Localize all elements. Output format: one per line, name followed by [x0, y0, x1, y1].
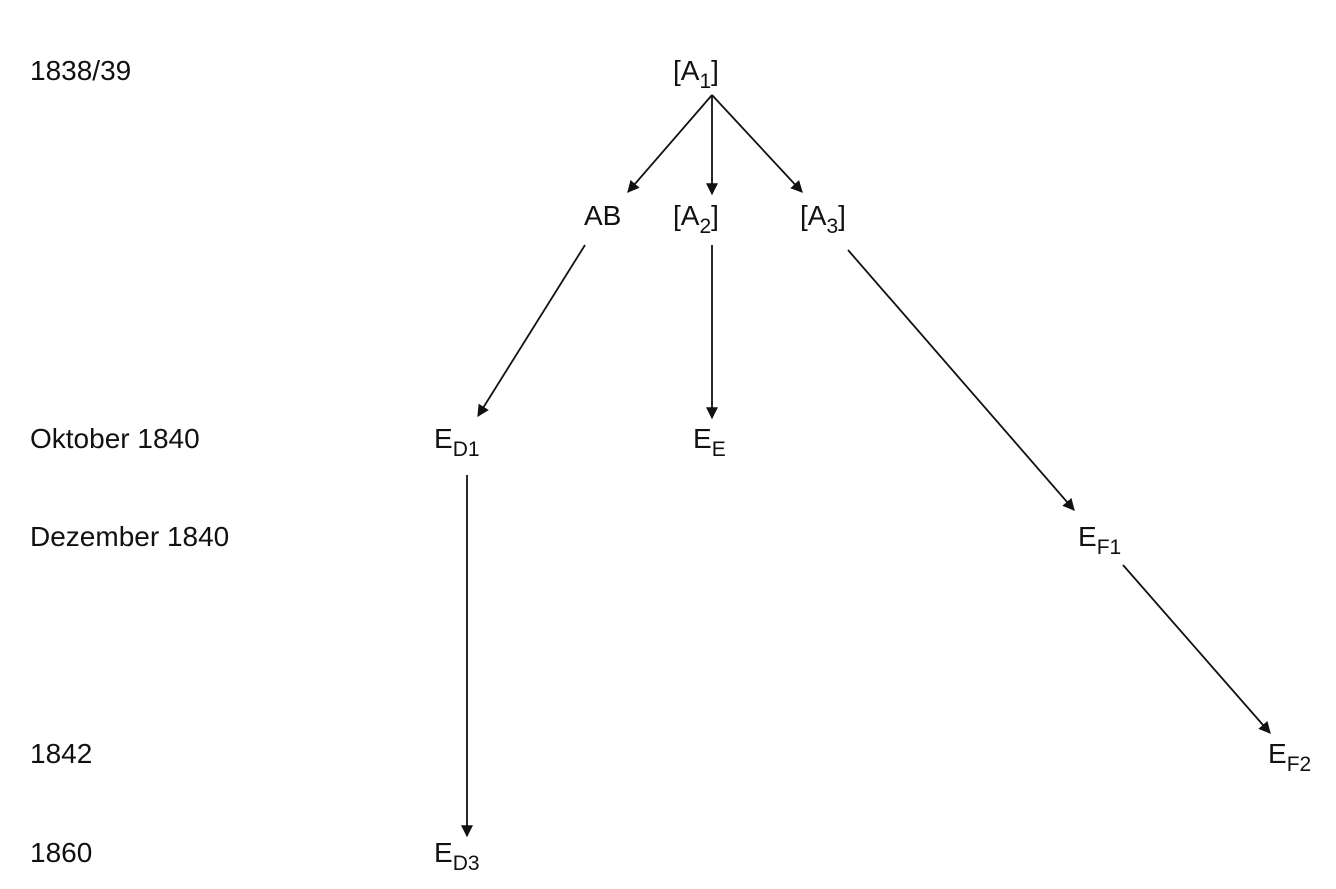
edge-ef1-ef2	[1122, 564, 1271, 734]
edge-ab-ed1	[477, 244, 586, 418]
date-label: Oktober 1840	[30, 423, 200, 454]
date-label: 1838/39	[30, 55, 131, 86]
date-label: 1842	[30, 738, 92, 769]
edge-a1-ab	[627, 94, 713, 193]
node-a3: [A3]	[800, 200, 846, 238]
edge-a3-ef1	[847, 249, 1075, 511]
node-ed1: ED1	[434, 423, 480, 461]
edge-a1-a3	[711, 94, 803, 193]
edges	[461, 94, 1271, 838]
date-label: Dezember 1840	[30, 521, 229, 552]
node-ef2: EF2	[1268, 738, 1311, 776]
node-ab: AB	[584, 200, 621, 231]
timeline: 1838/39 Oktober 1840 Dezember 1840 1842 …	[30, 55, 229, 868]
node-ef1: EF1	[1078, 521, 1121, 559]
node-ed3: ED3	[434, 837, 480, 875]
node-a2: [A2]	[673, 200, 719, 238]
date-label: 1860	[30, 837, 92, 868]
nodes: [A1] AB [A2] [A3] ED1 EE EF1 EF2 ED3	[434, 55, 1311, 875]
node-a1: [A1]	[673, 55, 719, 93]
node-ee: EE	[693, 423, 726, 461]
